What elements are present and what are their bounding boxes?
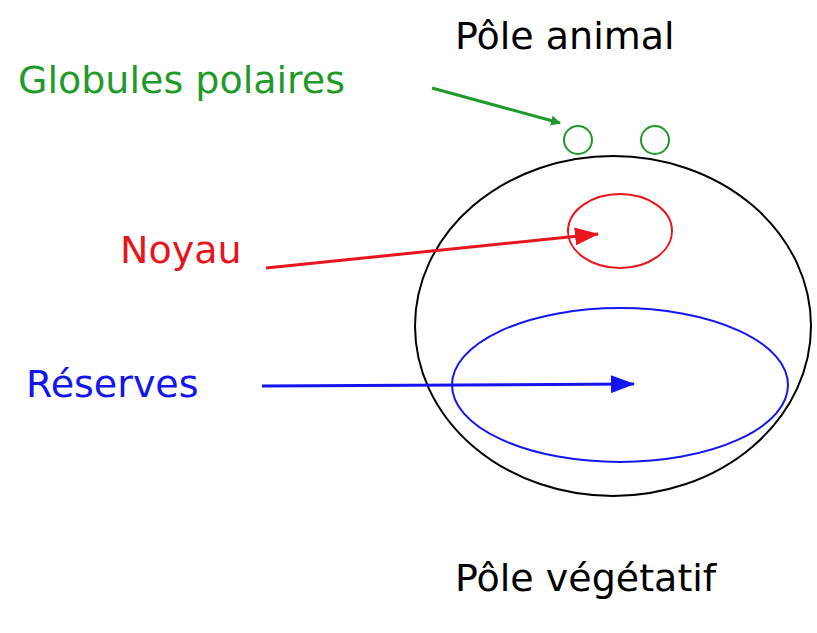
polar-body [641,126,669,154]
leader-arrow [262,384,634,386]
part-label: Réserves [26,362,199,406]
part-label: Noyau [120,228,242,272]
cell-membrane [415,156,811,496]
pole-label: Pôle végétatif [455,556,716,600]
leader-arrow [266,234,598,268]
polar-body [564,126,592,154]
nucleus [568,194,672,268]
part-label: Globules polaires [18,58,345,102]
pole-label: Pôle animal [455,14,675,58]
leader-arrow [432,88,560,123]
